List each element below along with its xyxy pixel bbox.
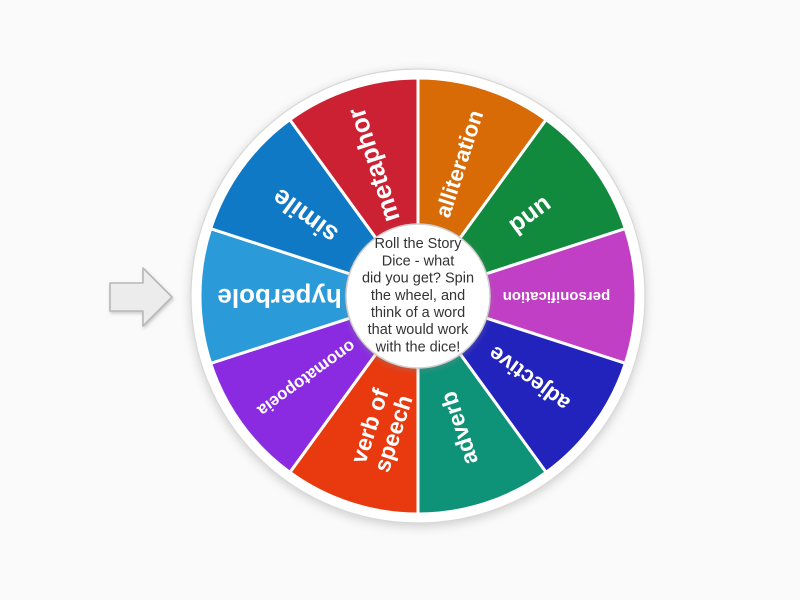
wheel-segment-hyperbole[interactable] bbox=[198, 226, 423, 366]
wheel-hub[interactable] bbox=[345, 223, 491, 369]
wheel-segment-label: personification bbox=[503, 288, 611, 305]
spinner-pointer-arrow[interactable] bbox=[109, 267, 173, 327]
wheel-segment-label: hyperbole bbox=[217, 283, 341, 313]
wheel-segment-personification[interactable] bbox=[413, 226, 638, 366]
